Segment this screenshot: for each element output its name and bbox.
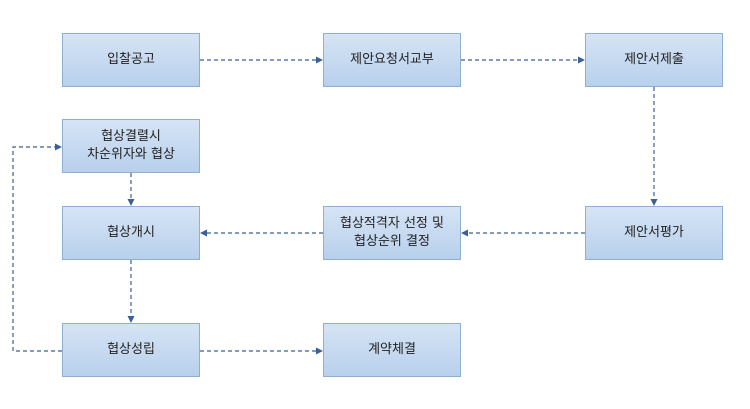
node-label-line1: 협상적격자 선정 및 (340, 216, 444, 231)
node-label: 제안서제출 (624, 52, 684, 67)
arrow-eval-to-selection (461, 229, 585, 237)
arrow-success-to-contract (200, 347, 323, 355)
node-proposal-request: 제안요청서교부 (323, 33, 461, 87)
node-label-line2: 차순위자와 협상 (87, 147, 175, 162)
node-negotiation-success: 협상성립 (62, 323, 200, 377)
arrow-selection-to-start (200, 229, 323, 237)
node-negotiation-fail: 협상결렬시 차순위자와 협상 (62, 119, 200, 173)
node-label: 계약체결 (368, 342, 416, 357)
arrow-fail-to-start (127, 173, 135, 206)
arrow-submit-to-eval (650, 87, 658, 206)
node-label-line2: 협상순위 결정 (354, 234, 430, 249)
node-proposal-submit: 제안서제출 (585, 33, 723, 87)
arrow-success-loop-to-fail (12, 143, 62, 352)
node-selection: 협상적격자 선정 및 협상순위 결정 (323, 206, 461, 260)
arrow-start-to-success (127, 260, 135, 323)
node-bid-notice: 입찰공고 (62, 33, 200, 87)
node-proposal-eval: 제안서평가 (585, 206, 723, 260)
node-label: 제안서평가 (624, 225, 684, 240)
node-contract: 계약체결 (323, 323, 461, 377)
node-label-line1: 협상결렬시 (101, 129, 161, 144)
node-label: 협상성립 (107, 342, 155, 357)
node-label: 협상개시 (107, 225, 155, 240)
node-label: 제안요청서교부 (350, 52, 434, 67)
node-label: 입찰공고 (107, 52, 155, 67)
arrow-request-to-submit (461, 56, 585, 64)
arrow-bid-to-request (200, 56, 323, 64)
node-negotiation-start: 협상개시 (62, 206, 200, 260)
